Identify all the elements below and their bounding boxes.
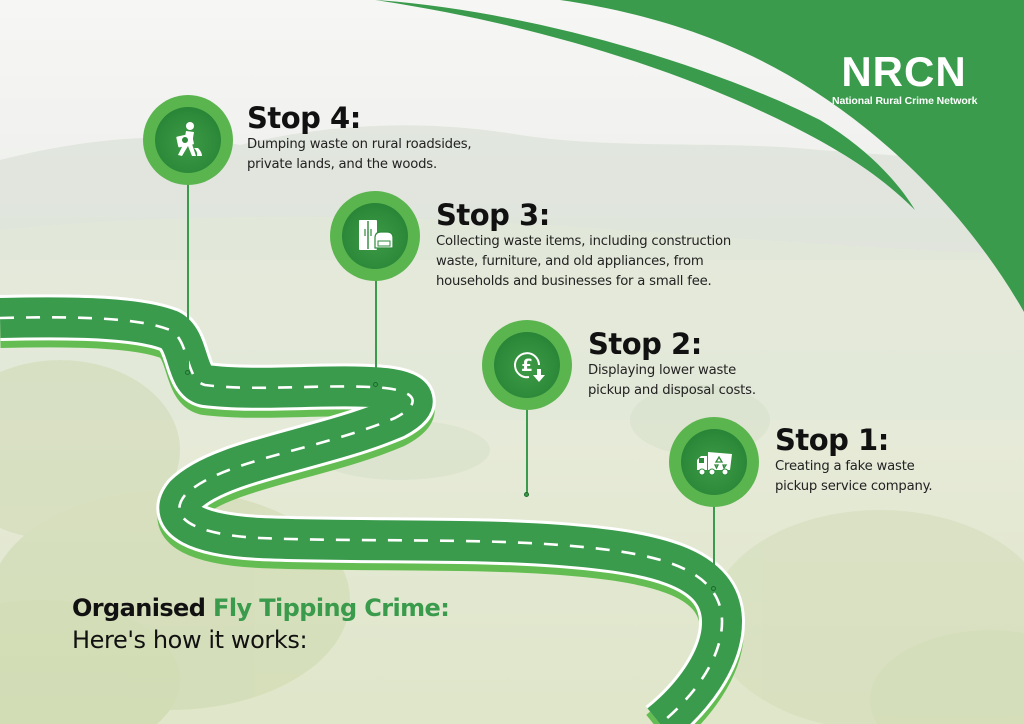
svg-text:£: £: [521, 356, 533, 376]
stop-3-description-line-3: households and businesses for a small fe…: [436, 274, 712, 289]
furniture-appliance-icon: [359, 220, 394, 250]
stop-2-connector: [526, 404, 528, 494]
stop-2-pin: £: [482, 320, 572, 410]
winding-road: [0, 294, 745, 724]
stop-4-pin: [143, 95, 233, 185]
stop-4-road-marker: [185, 370, 190, 375]
nrcn-logo: NRCN National Rural Crime Network: [832, 48, 978, 108]
stop-2-road-marker: [524, 492, 529, 497]
top-right-swoosh: [560, 0, 1024, 312]
stop-1-description-line-2: pickup service company.: [775, 479, 933, 494]
stop-2-title: Stop 2:: [588, 327, 702, 361]
logo-subtitle: National Rural Crime Network: [832, 95, 978, 107]
headline-bold-text: Organised: [72, 594, 206, 622]
stop-1-pin: [669, 417, 759, 507]
road-center-dashes: [0, 316, 724, 724]
stop-1-text: Stop 1: Creating a fake waste pickup ser…: [775, 423, 933, 497]
stop-3-description-line-2: waste, furniture, and old appliances, fr…: [436, 254, 704, 269]
stop-1-road-marker: [711, 586, 716, 591]
stop-4-description-line-1: Dumping waste on rural roadsides,: [247, 137, 472, 152]
stop-1-title: Stop 1:: [775, 423, 889, 457]
stop-2-description-line-2: pickup and disposal costs.: [588, 383, 756, 398]
stop-2-text: Stop 2: Creating a fake waste Displaying…: [588, 327, 756, 401]
stop-3-connector: [375, 276, 377, 384]
headline-green-text: Fly Tipping Crime:: [213, 594, 450, 622]
stop-1-connector: [713, 502, 715, 588]
stop-3-text: Stop 3: Collecting waste items, includin…: [436, 198, 731, 292]
stop-4-text: Stop 4: Dumping waste on rural roadsides…: [247, 101, 472, 175]
stop-3-title: Stop 3:: [436, 198, 550, 232]
stop-4-connector: [187, 180, 189, 372]
stop-3-road-marker: [373, 382, 378, 387]
logo-mark: NRCN: [841, 48, 967, 95]
headline: Organised Fly Tipping Crime: Here's how …: [72, 592, 450, 656]
stop-2-description-line-1: Displaying lower waste: [588, 363, 737, 378]
stop-4-description-line-2: private lands, and the woods.: [247, 157, 437, 172]
headline-line-1: Organised Fly Tipping Crime:: [72, 592, 450, 624]
stop-3-pin: [330, 191, 420, 281]
headline-line-2: Here's how it works:: [72, 626, 308, 654]
person-dumping-waste-icon: [176, 122, 202, 156]
recycling-truck-icon: [697, 452, 732, 476]
stop-3-description-line-1: Collecting waste items, including constr…: [436, 234, 732, 249]
pound-price-down-icon: £: [514, 352, 545, 382]
stop-4-title: Stop 4:: [247, 101, 361, 135]
stop-1-description-line-1: Creating a fake waste: [775, 459, 915, 474]
